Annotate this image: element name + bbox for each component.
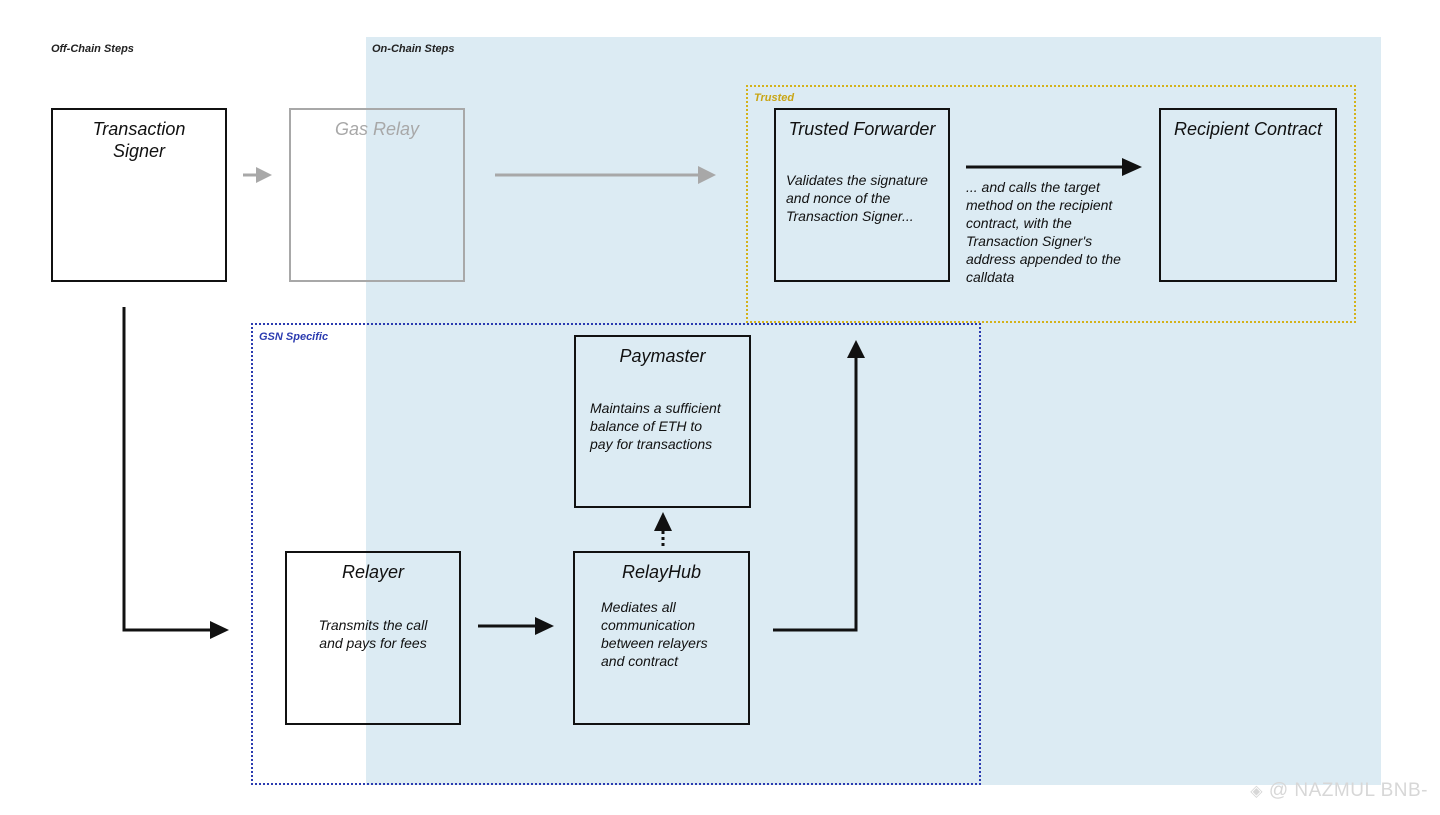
recipient-contract-title: Recipient Contract: [1173, 119, 1323, 139]
trusted-region-label: Trusted: [754, 92, 795, 104]
signer-to-relayer-arrow: [122, 307, 229, 639]
relayhub-to-paymaster-arrow: [654, 512, 672, 546]
gas-relay-title: Gas Relay: [334, 119, 420, 139]
gas-relay-box: Gas Relay: [289, 108, 465, 282]
forwarder-to-recipient-arrow: [966, 158, 1142, 176]
relayhub-box: RelayHub Mediates all communication betw…: [573, 551, 750, 725]
trusted-region: [746, 85, 1356, 323]
watermark-text: @ NAZMUL BNB-: [1268, 780, 1428, 801]
transaction-signer-title: Transaction Signer: [92, 119, 186, 161]
relayer-box: Relayer Transmits the call and pays for …: [285, 551, 461, 725]
watermark: ◈ @ NAZMUL BNB-: [1250, 780, 1428, 802]
off-chain-steps-label: Off-Chain Steps: [51, 43, 134, 55]
gsn-specific-region-label: GSN Specific: [259, 331, 329, 343]
paymaster-title: Paymaster: [619, 346, 706, 366]
relayhub-description: Mediates all communication between relay…: [601, 599, 708, 669]
recipient-contract-box: Recipient Contract: [1159, 108, 1337, 282]
relayhub-to-forwarder-arrow: [773, 340, 865, 632]
diamond-logo-icon: ◈: [1250, 783, 1264, 800]
relayer-description: Transmits the call and pays for fees: [318, 617, 428, 651]
relayhub-title: RelayHub: [621, 562, 702, 582]
gas-relay-to-forwarder-arrow: [495, 166, 716, 184]
trusted-forwarder-title: Trusted Forwarder: [788, 119, 936, 139]
transaction-signer-box: Transaction Signer: [51, 108, 227, 282]
paymaster-box: Paymaster Maintains a sufficient balance…: [574, 335, 751, 508]
relayer-to-relayhub-arrow: [478, 617, 554, 635]
trusted-forwarder-box: Trusted Forwarder Validates the signatur…: [774, 108, 950, 282]
on-chain-background: [366, 37, 1381, 785]
relayer-title: Relayer: [341, 562, 405, 582]
gsn-specific-region: [251, 323, 981, 785]
forwarder-call-annotation: ... and calls the target method on the r…: [966, 179, 1121, 285]
on-chain-steps-label: On-Chain Steps: [372, 43, 455, 55]
paymaster-description: Maintains a sufficient balance of ETH to…: [590, 400, 721, 452]
signer-to-gas-relay-arrow: [243, 167, 272, 183]
trusted-forwarder-description: Validates the signature and nonce of the…: [786, 172, 928, 224]
